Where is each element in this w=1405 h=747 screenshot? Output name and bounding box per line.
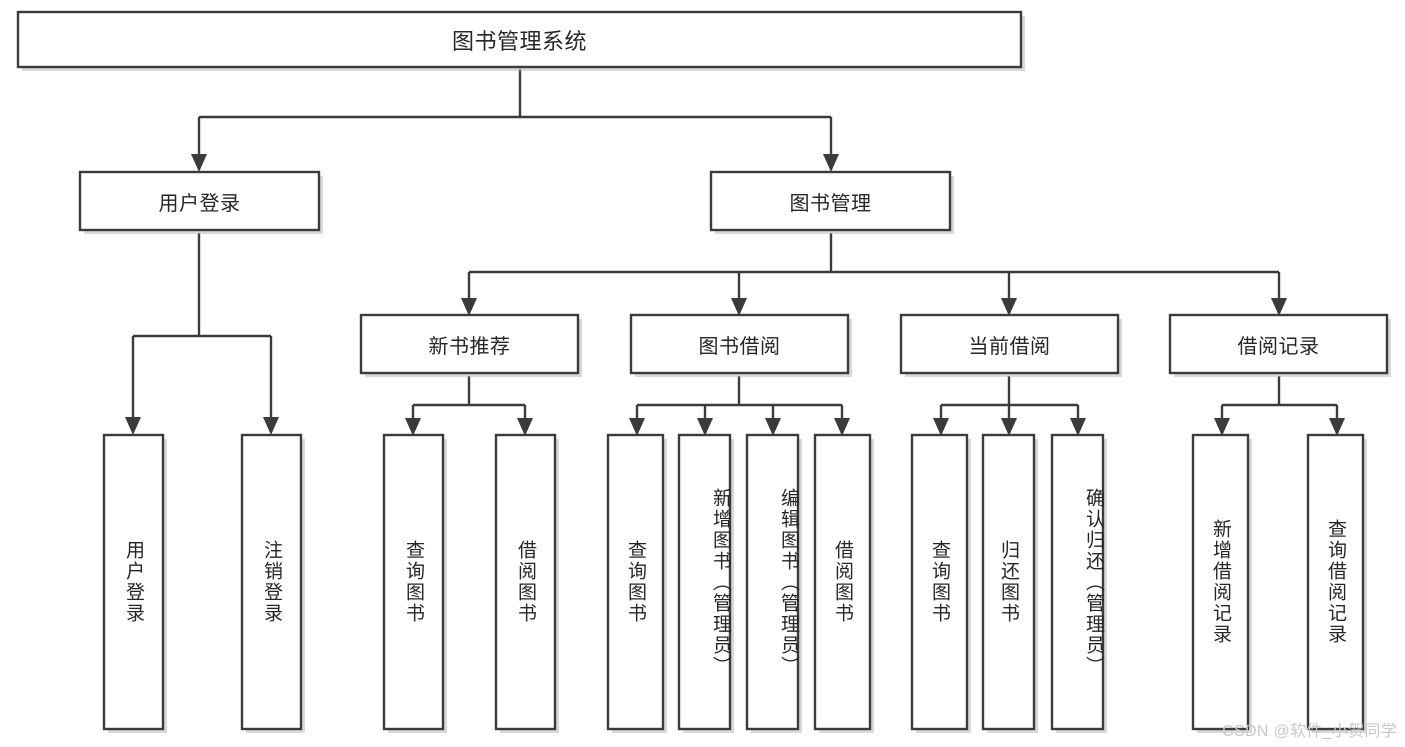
node-leaf-borrow-book[interactable] [813,433,872,731]
node-book-management[interactable] [709,170,952,232]
node-borrow-record[interactable] [1168,313,1389,375]
node-leaf-query-book-borrow[interactable] [606,433,665,731]
connector-group-user-login [125,233,279,435]
node-leaf-logout[interactable] [240,433,303,731]
node-leaf-user-login[interactable] [102,433,165,731]
node-leaf-query-book-recommend[interactable] [382,433,445,731]
node-user-login[interactable] [78,170,321,232]
connector-group-book-manage [461,233,1287,316]
node-leaf-query-book-current[interactable] [910,433,969,731]
connector-group-book-borrow [629,376,850,436]
connector-group-current-borrow [933,376,1086,436]
connector-group-root [191,69,839,172]
connector-group-borrow-record [1214,376,1345,436]
node-book-borrow[interactable] [629,313,850,375]
node-current-borrow[interactable] [899,313,1120,375]
node-leaf-return-book[interactable] [981,433,1036,731]
node-leaf-borrow-book-recommend[interactable] [494,433,557,731]
node-new-book-recommend[interactable] [359,313,580,375]
connector-group-new-book [405,376,533,436]
node-leaf-confirm-return-admin[interactable] [1050,433,1105,731]
node-leaf-add-book-admin[interactable] [677,433,732,731]
node-leaf-query-borrow-record[interactable] [1306,433,1365,731]
node-leaf-add-borrow-record[interactable] [1191,433,1250,731]
node-root-book-management-system[interactable] [16,10,1023,69]
node-leaf-edit-book-admin[interactable] [745,433,800,731]
